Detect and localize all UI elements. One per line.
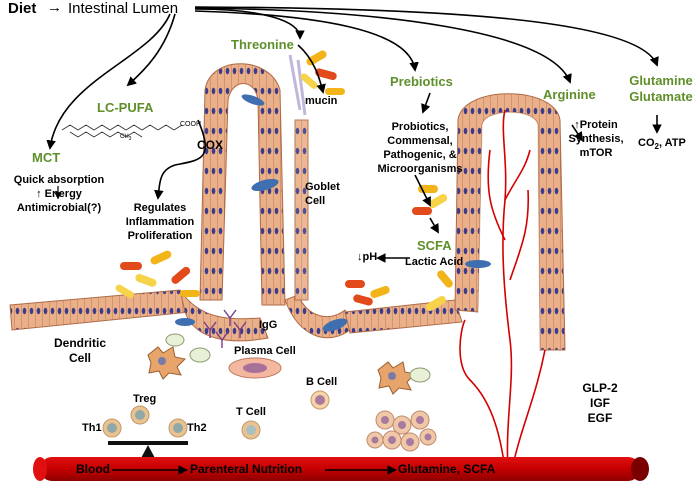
t-cell <box>241 420 261 440</box>
cox-label: COX <box>197 138 224 152</box>
co2-atp-label: CO2, ATP <box>638 137 686 152</box>
mct-label: MCT <box>32 150 61 165</box>
goblet-cells <box>175 94 491 332</box>
blood-vessel-bar <box>33 457 649 481</box>
igg-label: IgG <box>259 319 278 331</box>
microbes-text: Probiotics,Commensal,Pathogenic, &Microo… <box>377 121 463 175</box>
carboxyl-group-label: COOH <box>180 121 201 128</box>
arrow-right-icon: → <box>47 0 62 16</box>
arginine-label: Arginine <box>543 87 596 102</box>
helper-t-cells <box>102 405 188 438</box>
t-cell-label: T Cell <box>236 406 266 418</box>
ph-label: ↓pH <box>357 251 378 263</box>
treg-label: Treg <box>133 393 157 405</box>
immune-cells <box>102 309 437 452</box>
glutamine-scfa-label: Glutamine, SCFA <box>398 462 496 476</box>
threonine-label: Threonine <box>231 37 294 52</box>
plasma-cell <box>228 357 282 379</box>
b-cell-label: B Cell <box>306 376 338 388</box>
mucin-fibers <box>288 54 307 116</box>
scfa-label: SCFA <box>417 238 452 253</box>
dendritic-cell-right <box>377 361 417 395</box>
th1-label: Th1 <box>82 422 102 434</box>
diet-label: Diet <box>8 0 37 17</box>
immune-balance-scale <box>108 441 188 460</box>
flow-arrows <box>46 6 662 263</box>
villus-capillaries <box>459 109 546 471</box>
lymphoid-cluster <box>366 410 437 452</box>
th2-label: Th2 <box>187 422 207 434</box>
prebiotics-label: Prebiotics <box>390 74 453 89</box>
intestinal-lumen-label: Intestinal Lumen <box>68 0 179 17</box>
plasma-cell-label: Plasma Cell <box>234 345 296 357</box>
lactic-acid-label: Lactic Acid <box>405 256 464 268</box>
lc-pufa-label: LC-PUFA <box>97 100 154 115</box>
igg-antibodies <box>203 309 247 348</box>
methyl-group-label: CH3 <box>120 134 132 143</box>
b-cell <box>310 390 330 410</box>
mucin-label: mucin <box>305 95 338 107</box>
blood-label: Blood <box>76 462 110 476</box>
parenteral-nutrition-label: Parenteral Nutrition <box>190 462 303 476</box>
lc-pufa-structure <box>61 124 183 138</box>
bacteria-clusters <box>115 50 453 311</box>
dendritic-cell-left <box>147 346 187 380</box>
